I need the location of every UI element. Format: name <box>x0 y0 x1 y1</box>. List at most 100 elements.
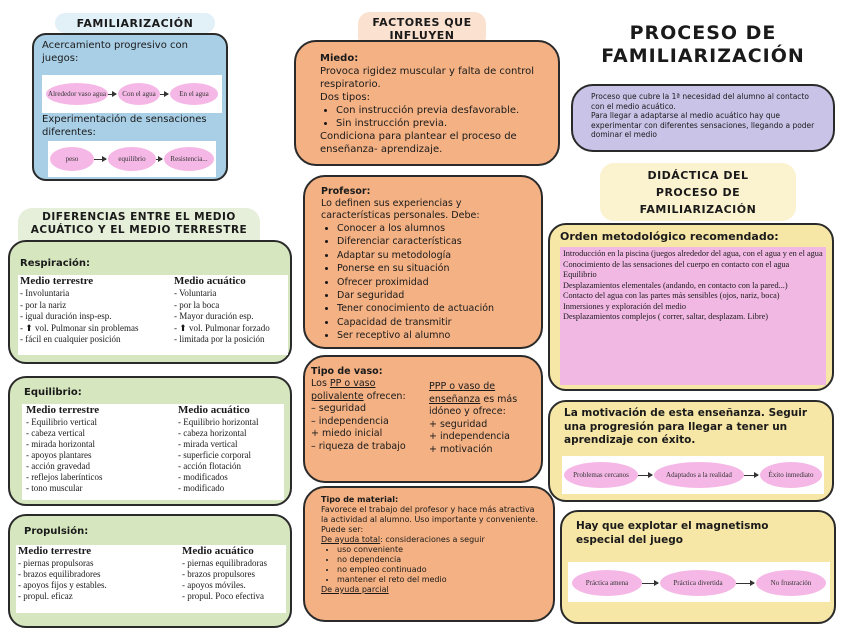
flow-arrow <box>744 472 759 478</box>
miedo-tipos: Dos tipos: <box>320 92 370 103</box>
list-item: Desplazamientos elementales (andando, en… <box>563 280 788 290</box>
page-title: PROCESO DE FAMILIARIZACIÓN <box>601 22 805 67</box>
miedo-list: Con instrucción previa desfavorable. Sin… <box>320 104 548 130</box>
miedo-text: Provoca rigidez muscular y falta de cont… <box>320 66 535 90</box>
list-item: Equilibrio <box>563 270 597 279</box>
material-text: Favorece el trabajo del profesor y hace … <box>321 505 539 524</box>
list-item: no empleo continuado <box>337 565 543 575</box>
list-item: Conocer a los alumnos <box>337 222 531 235</box>
flow-ellipse-3: Éxito inmediato <box>760 462 822 488</box>
respiracion-box: Respiración: Medio terrestre - Involunta… <box>8 240 292 364</box>
list-item: + independencia <box>429 431 510 442</box>
list-item: - mirada horizontal <box>26 439 95 449</box>
list-item: - acción gravedad <box>26 461 90 471</box>
col-head-acuatico: Medio acuático <box>178 404 250 416</box>
list-item: - superficie corporal <box>178 450 251 460</box>
didactica-heading: DIDÁCTICA DEL PROCESO DE FAMILIARIZACIÓN <box>600 163 796 221</box>
intro-text-2: Para llegar a adaptarse al medio acuátic… <box>591 111 815 139</box>
list-item: Ofrecer proximidad <box>337 276 531 289</box>
list-item: - por la nariz <box>20 299 67 310</box>
list-item: + seguridad <box>429 418 488 430</box>
motivacion-box: La motivación de esta enseñanza. Seguir … <box>548 400 834 502</box>
list-item: - brazos propulsores <box>182 569 255 579</box>
material-puede: Puede ser: <box>321 525 364 534</box>
profesor-text: Lo definen sus experiencias y caracterís… <box>321 198 480 221</box>
propulsion-title: Propulsión: <box>24 526 89 537</box>
flow-arrow <box>156 156 163 162</box>
list-item: - apoyos plantares <box>26 450 92 460</box>
col-head-terrestre: Medio terrestre <box>26 404 100 416</box>
list-item: Conocimiento de las sensaciones del cuer… <box>563 259 790 269</box>
intro-text-1: Proceso que cubre la 1ª necesidad del al… <box>591 92 809 111</box>
flow-ellipse-3: Resistencia... <box>164 147 214 171</box>
flow-arrow <box>642 580 659 586</box>
magnetismo-flow: Práctica amena Práctica divertida No fru… <box>568 562 830 602</box>
list-item: - Equilibrio vertical <box>26 417 97 427</box>
familiarizacion-text-1: Acercamiento progresivo con juegos: <box>42 40 188 64</box>
flow-ellipse-3: En el agua <box>170 83 218 105</box>
profesor-box: Profesor: Lo definen sus experiencias y … <box>303 175 543 349</box>
list-item: - apoyos móviles. <box>182 580 246 590</box>
profesor-title: Profesor: <box>321 186 371 197</box>
sensations-flow: peso equilibrio Resistencia... <box>48 141 216 177</box>
vaso-left: Los PP o vaso polivalente ofrecen: – seg… <box>311 378 423 453</box>
equilibrio-table: Medio terrestre - Equilibrio vertical - … <box>22 404 284 500</box>
list-item: + miedo inicial <box>311 428 383 439</box>
list-item: - Equilibrio horizontal <box>178 417 259 427</box>
list-item: - modificado <box>178 483 225 493</box>
list-item: Ponerse en su situación <box>337 262 531 275</box>
material-list: uso conveniente no dependencia no empleo… <box>321 545 543 585</box>
list-item: - tono muscular <box>26 483 83 493</box>
flow-ellipse-1: Práctica amena <box>572 570 642 596</box>
flow-ellipse-1: Problemas cercanos <box>564 462 638 488</box>
magnetismo-title: Hay que explotar el magnetismo especial … <box>576 520 769 546</box>
list-item: - ⬆ vol. Pulmonar forzado <box>174 322 270 333</box>
flow-ellipse-2: equilibrio <box>108 147 156 171</box>
flow-ellipse-1: Alrededor vaso agua <box>46 83 108 105</box>
list-item: - Voluntaria <box>174 288 217 298</box>
respiracion-table: Medio terrestre - Involuntaria - por la … <box>18 275 288 355</box>
propulsion-box: Propulsión: Medio terrestre - piernas pr… <box>8 514 292 628</box>
vaso-title: Tipo de vaso: <box>311 366 383 377</box>
list-item: - igual duración insp-esp. <box>20 311 112 321</box>
list-item: - propul. Poco efectiva <box>182 591 264 601</box>
vaso-right: PPP o vaso de enseñanza es más idóneo y … <box>429 381 539 456</box>
list-item: Sin instrucción previa. <box>336 117 548 130</box>
flow-ellipse-1: peso <box>50 147 94 171</box>
material-total: De ayuda total: consideraciones a seguir <box>321 535 485 544</box>
list-item: - piernas equilibradoras <box>182 558 267 568</box>
list-item: Inmersiones y exploración del medio <box>563 301 687 311</box>
list-item: Dar seguridad <box>337 289 531 302</box>
orden-title: Orden metodológico recomendado: <box>560 230 779 243</box>
equilibrio-title: Equilibrio: <box>24 387 82 398</box>
list-item: Con instrucción previa desfavorable. <box>336 104 548 117</box>
flow-arrow <box>94 156 107 162</box>
list-item: Capacidad de transmitir <box>337 316 531 329</box>
list-item: - limitada por la posición <box>174 334 265 344</box>
list-item: Diferenciar características <box>337 235 531 248</box>
list-item: - cabeza horizontal <box>178 428 247 438</box>
miedo-condiciona: Condiciona para plantear el proceso de e… <box>320 131 517 155</box>
list-item: - cabeza vertical <box>26 428 85 438</box>
col-head-acuatico: Medio acuático <box>182 545 254 557</box>
col-head-terrestre: Medio terrestre <box>20 275 94 287</box>
propulsion-table: Medio terrestre - piernas propulsoras - … <box>16 545 286 613</box>
list-item: Adaptar su metodología <box>337 249 531 262</box>
list-item: Desplazamientos complejos ( correr, salt… <box>563 312 769 321</box>
flow-ellipse-2: Práctica divertida <box>660 570 736 596</box>
col-head-terrestre: Medio terrestre <box>18 545 92 557</box>
familiarizacion-heading: FAMILIARIZACIÓN <box>55 13 215 33</box>
flow-ellipse-2: Adaptados a la realidad <box>654 462 744 488</box>
list-item: - Involuntaria <box>20 288 70 298</box>
list-item: - ⬆ vol. Pulmonar sin problemas <box>20 322 139 333</box>
flow-arrow <box>638 472 653 478</box>
list-item: Introducción en la piscina (juegos alred… <box>563 249 823 258</box>
list-item: - por la boca <box>174 299 220 310</box>
miedo-box: Miedo: Provoca rigidez muscular y falta … <box>294 40 560 166</box>
list-item: - propul. eficaz <box>18 591 73 601</box>
list-item: no dependencia <box>337 555 543 565</box>
list-item: - reflejos laberínticos <box>26 472 103 482</box>
material-box: Tipo de material: Favorece el trabajo de… <box>303 486 555 622</box>
list-item: - fácil en cualquier posición <box>20 334 121 344</box>
list-item: - acción flotación <box>178 461 241 471</box>
